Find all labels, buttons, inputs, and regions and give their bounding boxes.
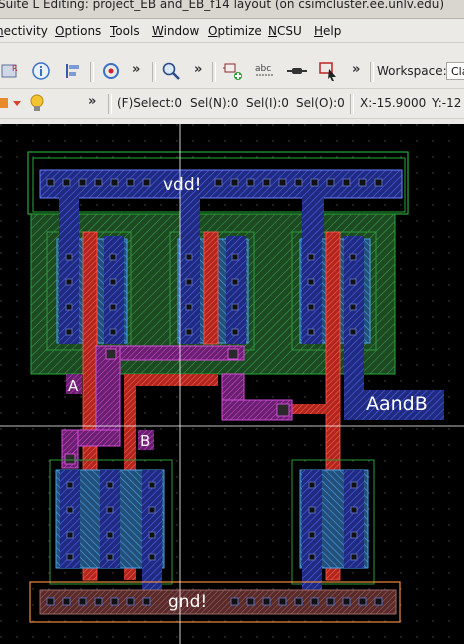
menu-options[interactable]: Options: [55, 24, 102, 38]
window-title: Suite L Editing: project_EB and_EB_f14 l…: [0, 0, 445, 11]
pin-a-label: A: [68, 377, 79, 395]
layout-canvas[interactable]: vdd! gnd! A B AandB: [0, 124, 464, 644]
toolbar-separator: [108, 94, 112, 114]
cursor-x-readout: X:-15.9000: [360, 96, 427, 110]
diffusion-contacts: [65, 253, 357, 336]
svg-text:R: R: [12, 64, 18, 73]
sel-o-count: Sel(O):0: [296, 96, 345, 110]
gnd-select-outline: [29, 581, 401, 623]
layer-palette-icon[interactable]: R: [0, 60, 22, 82]
status-toolbar: » (F)Select:0 Sel(N):0 Sel(I):0 Sel(O):0…: [0, 90, 464, 119]
metal2-routes[interactable]: [61, 345, 293, 469]
create-label-icon[interactable]: abc: [254, 60, 276, 82]
menu-optimize[interactable]: Optimize: [208, 24, 262, 38]
menu-bar: nectivity Options Tools Window Optimize …: [0, 20, 464, 43]
menu-ncsu[interactable]: NCSU: [268, 24, 302, 38]
pin-a-shape[interactable]: [66, 374, 82, 394]
create-instance-icon[interactable]: [222, 60, 244, 82]
nwell-inner-outline: [32, 157, 406, 213]
select-area-icon[interactable]: [318, 60, 340, 82]
layout-view[interactable]: vdd! gnd! A B AandB: [0, 124, 464, 644]
menu-tools[interactable]: Tools: [110, 24, 140, 38]
toolbar-separator: [350, 94, 354, 114]
window-title-bar: Suite L Editing: project_EB and_EB_f14 l…: [0, 0, 464, 19]
pin-b-label: B: [140, 432, 150, 450]
menu-connectivity[interactable]: nectivity: [0, 24, 48, 38]
create-pin-icon[interactable]: [286, 60, 308, 82]
undo-icon[interactable]: [100, 60, 122, 82]
align-icon[interactable]: [62, 60, 84, 82]
layer-color-swatch-icon[interactable]: [0, 92, 22, 114]
gnd-contacts: [46, 597, 383, 606]
via-contacts: [64, 348, 290, 465]
zoom-icon[interactable]: [160, 60, 182, 82]
lightbulb-icon[interactable]: [26, 92, 48, 114]
workspace-select[interactable]: Cla: [446, 62, 464, 80]
main-toolbar: R » » abc » Workspace: Cla: [0, 56, 464, 89]
nmos-contacts: [66, 481, 358, 561]
output-metal1[interactable]: [344, 344, 364, 404]
sel-n-count: Sel(N):0: [190, 96, 239, 110]
info-icon[interactable]: [30, 60, 52, 82]
pin-out-label: AandB: [366, 393, 428, 415]
toolbar-overflow-icon[interactable]: »: [194, 62, 203, 77]
toolbar-overflow-icon[interactable]: »: [352, 62, 361, 77]
pin-b-shape[interactable]: [138, 430, 154, 450]
output-pin-metal[interactable]: [344, 390, 444, 420]
fselect-count: (F)Select:0: [117, 96, 182, 110]
dropdown-arrow-icon[interactable]: [6, 92, 28, 114]
toolbar-overflow-icon[interactable]: »: [88, 94, 97, 109]
gnd-label: gnd!: [168, 592, 207, 612]
toolbar-separator: [90, 62, 94, 82]
menu-window[interactable]: Window: [152, 24, 200, 38]
workspace-label: Workspace:: [377, 64, 447, 78]
menu-help[interactable]: Help: [314, 24, 342, 38]
toolbar-separator: [370, 62, 374, 82]
svg-text:abc: abc: [255, 64, 271, 74]
vdd-label: vdd!: [163, 175, 201, 195]
toolbar-separator: [152, 62, 156, 82]
toolbar-separator: [212, 62, 216, 82]
sel-i-count: Sel(I):0: [246, 96, 289, 110]
cursor-y-readout: Y:-12: [432, 96, 462, 110]
toolbar-overflow-icon[interactable]: »: [132, 62, 141, 77]
vdd-contacts: [46, 178, 383, 187]
